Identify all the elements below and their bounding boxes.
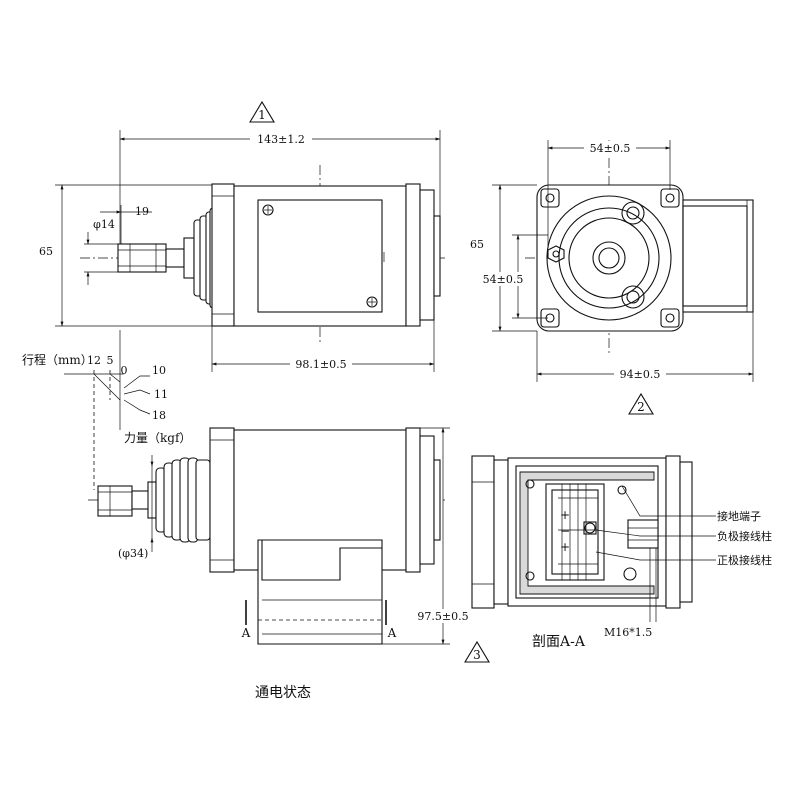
dim-bolt-spacing-y: 54±0.5 [483,273,524,286]
section-mark-a-right: A [387,626,397,640]
label-ground-terminal: 接地端子 [717,510,761,523]
section-mark-a-left: A [241,626,251,640]
bellows-front [155,457,211,543]
force-label: 力量（kgf） [124,431,191,445]
section-caption: 剖面A-A [532,634,586,650]
dim-bolt-spacing-x: 54±0.5 [590,142,631,155]
polarity-plus-top: + [560,508,570,522]
stroke-force-diagram: 行程（mm） 12 5 0 10 11 18 力量（kgf） [22,330,191,490]
dim-overall-length: 143±1.2 [257,133,305,146]
energized-caption: 通电状态 [255,685,311,701]
callout-3: 3 [473,648,481,662]
force-value-11: 11 [154,388,168,401]
stroke-value-12: 12 [87,354,101,367]
section-view: + − + 接地端子 负极接线柱 正极接线柱 M16*1.5 剖面A-A [471,455,772,650]
dim-shaft-offset: 19 [135,205,149,218]
end-view: 54±0.5 65 54±0.5 94±0.5 2 [470,140,754,415]
dim-shaft-diameter: φ14 [93,218,115,231]
label-negative-terminal: 负极接线柱 [717,529,772,543]
dim-bellows-diameter: (φ34) [118,547,148,560]
dim-front-height: 97.5±0.5 [417,610,468,623]
dim-body-length: 98.1±0.5 [295,358,346,371]
polarity-minus: − [560,524,570,538]
stroke-label: 行程（mm） [22,352,93,367]
dim-end-height: 65 [470,238,484,251]
force-value-18: 18 [152,409,166,422]
polarity-plus-bottom: + [560,540,570,554]
dim-top-height: 65 [39,245,53,258]
stroke-value-5: 5 [107,354,114,367]
stroke-value-0: 0 [121,364,128,377]
label-positive-terminal: 正极接线柱 [717,553,772,567]
callout-2: 2 [637,400,645,414]
front-view: A A (φ34) 97.5±0.5 3 通电状态 [88,427,490,701]
top-view: 143±1.2 1 65 19 φ14 98.1±0.5 [39,100,445,372]
force-value-10: 10 [152,364,166,377]
callout-1: 1 [258,108,266,122]
thread-spec: M16*1.5 [604,626,652,639]
dim-end-width: 94±0.5 [620,368,661,381]
